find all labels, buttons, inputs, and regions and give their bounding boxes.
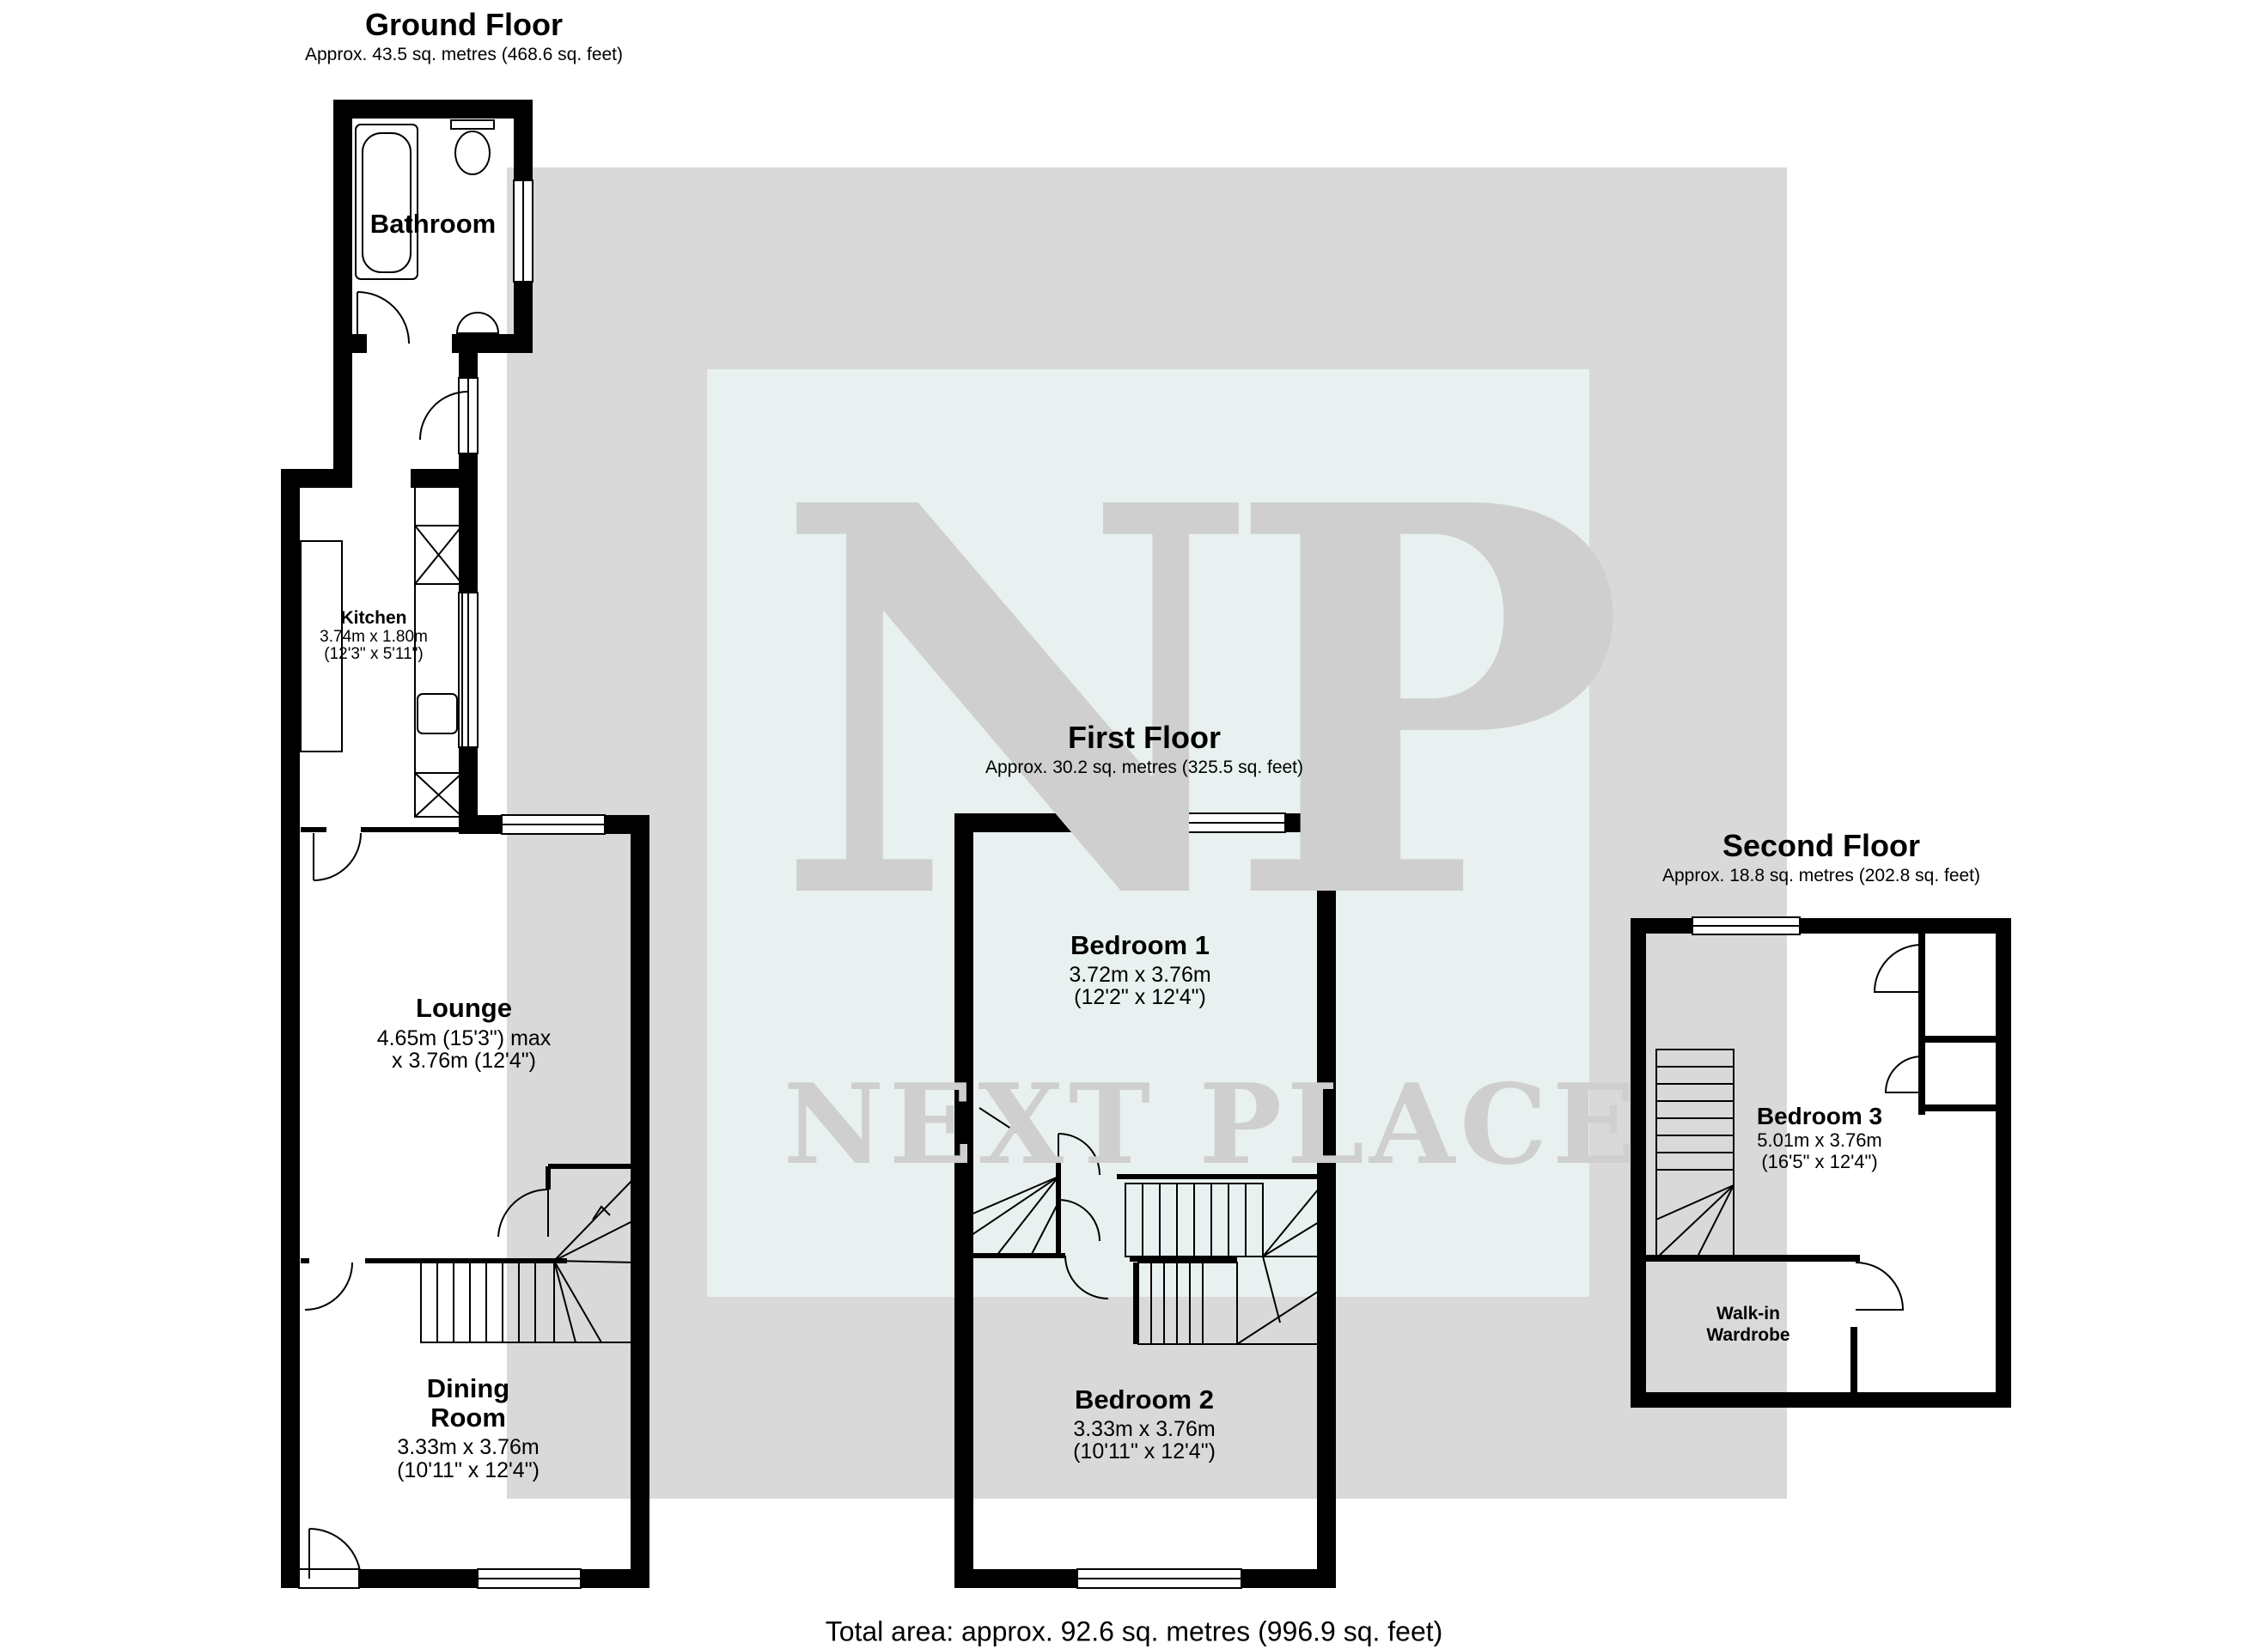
- dining-room-label-line-1: Dining: [426, 1373, 510, 1403]
- walk-in-wardrobe-label-line-1: Walk-in: [1716, 1304, 1780, 1323]
- bedroom-2-label: Bedroom 2: [1075, 1384, 1214, 1415]
- bedroom-3-label: Bedroom 3: [1756, 1103, 1883, 1129]
- bedroom-2-dim-imperial: (10'11" x 12'4"): [1073, 1439, 1216, 1463]
- bedroom-3-dim-metric: 5.01m x 3.76m: [1757, 1129, 1882, 1151]
- second-floor-area: Approx. 18.8 sq. metres (202.8 sq. feet): [1661, 866, 1981, 885]
- kitchen-label: Kitchen: [340, 608, 407, 628]
- first-floor-plan: [954, 812, 1336, 1589]
- watermark-monogram: NP: [773, 392, 1626, 1017]
- ground-floor-area: Approx. 43.5 sq. metres (468.6 sq. feet): [304, 45, 624, 64]
- dining-room-dim-imperial: (10'11" x 12'4"): [397, 1458, 540, 1482]
- dining-room-label-line-2: Room: [430, 1403, 506, 1433]
- dining-room-dim-metric: 3.33m x 3.76m: [397, 1435, 540, 1459]
- kitchen-dim-imperial: (12'3" x 5'11"): [324, 645, 424, 663]
- second-floor-title: Second Floor: [1722, 828, 1921, 863]
- lounge-dim-line-1: 4.65m (15'3") max: [376, 1026, 552, 1050]
- ground-floor-title: Ground Floor: [365, 7, 563, 42]
- bedroom-1-label: Bedroom 1: [1070, 930, 1210, 960]
- first-floor-area: Approx. 30.2 sq. metres (325.5 sq. feet): [985, 758, 1304, 777]
- bathroom-label: Bathroom: [369, 209, 497, 239]
- bedroom-1-dim-imperial: (12'2" x 12'4"): [1074, 985, 1206, 1009]
- ground-floor-plan: [281, 100, 649, 1589]
- bedroom-3-dim-imperial: (16'5" x 12'4"): [1761, 1151, 1878, 1172]
- first-floor-title: First Floor: [1068, 720, 1221, 755]
- bedroom-1-dim-metric: 3.72m x 3.76m: [1069, 963, 1211, 987]
- walk-in-wardrobe-label-line-2: Wardrobe: [1706, 1325, 1790, 1345]
- watermark-brand: NEXT PLACE: [783, 1061, 1642, 1190]
- lounge-dim-line-2: x 3.76m (12'4"): [392, 1049, 536, 1073]
- watermark-inner-panel: [707, 369, 1589, 1297]
- bedroom-2-dim-metric: 3.33m x 3.76m: [1073, 1417, 1216, 1441]
- second-floor-plan: [1631, 916, 2011, 1408]
- lounge-label: Lounge: [416, 993, 512, 1023]
- kitchen-dim-metric: 3.74m x 1.80m: [320, 628, 428, 646]
- total-area-footer: Total area: approx. 92.6 sq. metres (996…: [825, 1616, 1443, 1647]
